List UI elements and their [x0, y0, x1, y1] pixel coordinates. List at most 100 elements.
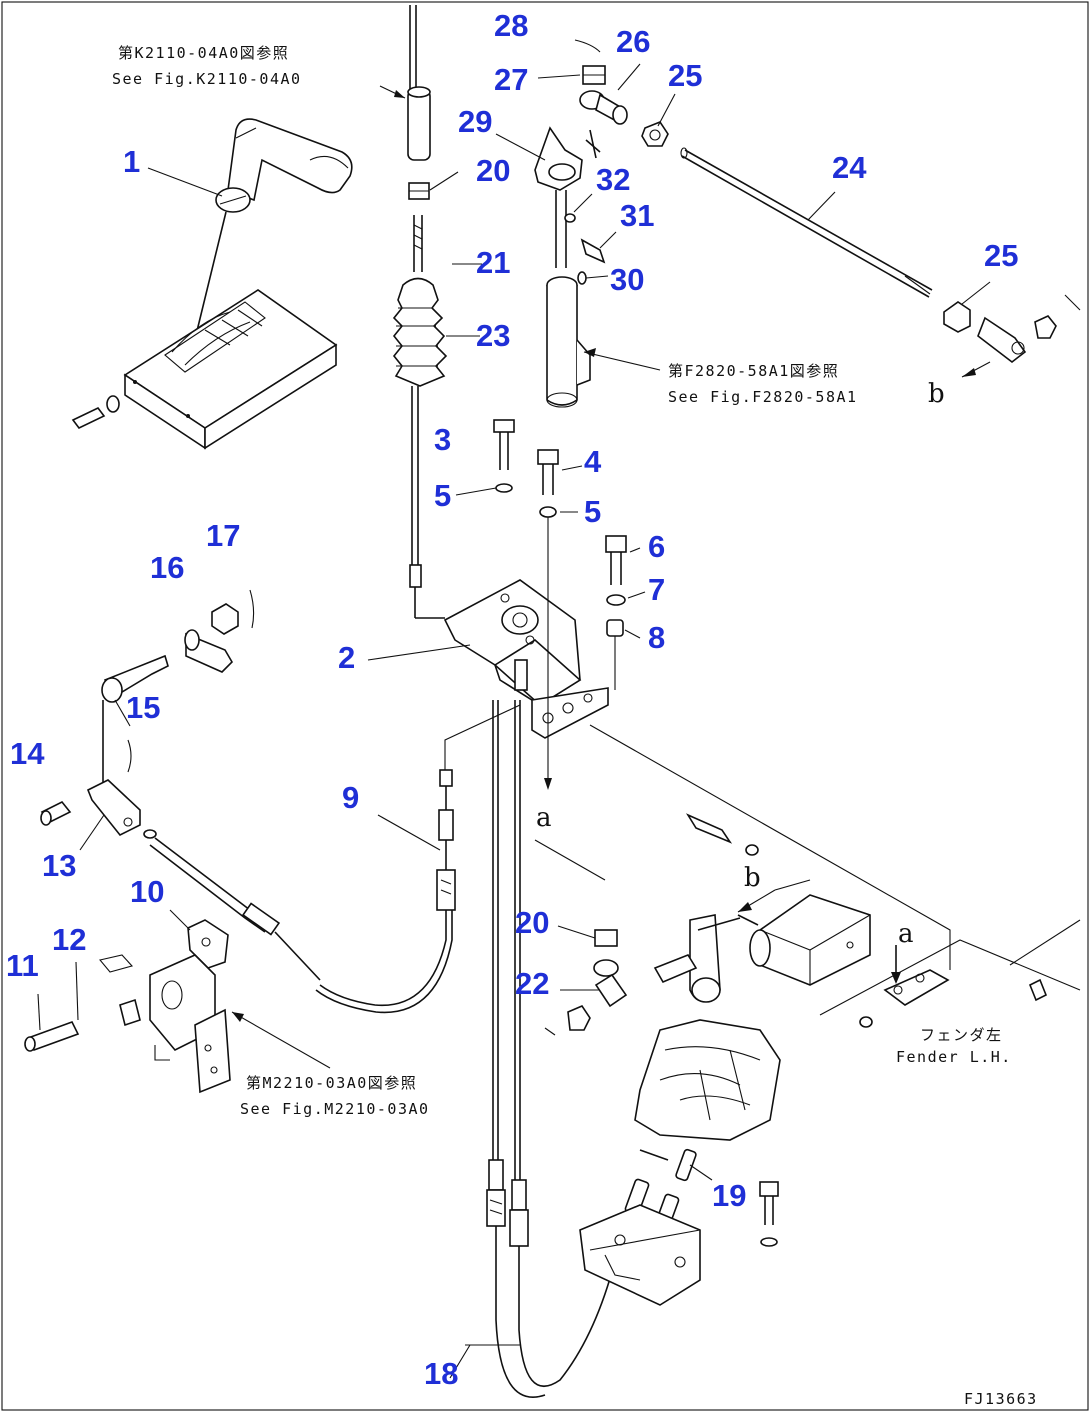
- callout-28: 28: [494, 8, 528, 43]
- ref-k2110-jp: 第K2110-04A0図参照: [118, 44, 289, 62]
- callout-5-left: 5: [434, 478, 451, 513]
- callout-3: 3: [434, 422, 451, 457]
- callout-14: 14: [10, 736, 45, 771]
- lever-13: [86, 779, 141, 837]
- boot-23: [392, 277, 448, 387]
- callout-26: 26: [616, 24, 650, 59]
- bracket-shaft: [555, 190, 567, 268]
- bracket-to-fender-leader: [589, 724, 951, 970]
- callout-27: 27: [494, 62, 528, 97]
- mark-a-center: a: [536, 803, 552, 833]
- callout-1: 1: [123, 144, 140, 179]
- control-lever: [227, 118, 353, 202]
- bracket-29: [534, 126, 601, 191]
- ref-f2820-en: See Fig.F2820-58A1: [668, 388, 858, 406]
- nut-20-lower: [594, 929, 618, 947]
- mark-a-lower: a: [898, 919, 914, 949]
- long-rod-24: [680, 147, 933, 298]
- callout-17: 17: [206, 518, 240, 553]
- lever-grip-1: [215, 187, 251, 213]
- arm-22: [653, 914, 741, 1003]
- callout-32: 32: [596, 162, 630, 197]
- bracket-10: [187, 919, 229, 969]
- nut-25-lower: [943, 301, 971, 333]
- callout-20-lower: 20: [515, 905, 549, 940]
- callout-11: 11: [6, 948, 39, 983]
- cable-upper-to-bracket: [409, 386, 445, 619]
- callout-16: 16: [150, 550, 184, 585]
- threaded-rod-21: [413, 215, 423, 272]
- callout-13: 13: [42, 848, 76, 883]
- callout-labels: 1 2 3 4 5 5 6 7 8 9 10 11 12 13 14 15 16…: [6, 8, 1018, 1391]
- nut-20-upper: [408, 182, 430, 200]
- mount-plate: [149, 954, 231, 1094]
- rod-end-lower-right: [977, 294, 1081, 364]
- b-leader-lower: [774, 879, 811, 891]
- ref-arrow-f2820: [583, 351, 661, 371]
- a-arrowhead-lower: [891, 972, 901, 984]
- callout-29: 29: [458, 104, 492, 139]
- rod-end-26: [579, 90, 628, 125]
- ref-arrowhead-k2110: [394, 90, 405, 98]
- callout-18: 18: [424, 1356, 458, 1391]
- ref-m2210-en: See Fig.M2210-03A0: [240, 1100, 430, 1118]
- mark-b-lower: b: [744, 863, 761, 893]
- pedal-box: [749, 894, 871, 986]
- lever-console: [123, 289, 338, 450]
- pin-28: [574, 39, 601, 53]
- callout-12: 12: [52, 922, 86, 957]
- callout-leaders: [37, 63, 991, 1379]
- cable-18-right: [509, 700, 641, 1387]
- callout-30: 30: [610, 262, 644, 297]
- clip-12: [99, 954, 141, 1027]
- cable-9: [315, 769, 456, 1014]
- cable-9-leader: [444, 704, 521, 770]
- ref-f2820-jp: 第F2820-58A1図参照: [668, 362, 839, 380]
- main-bracket-2: [443, 579, 609, 739]
- callout-23: 23: [476, 318, 510, 353]
- shaft-housing: [546, 276, 591, 408]
- callout-20-upper: 20: [476, 153, 510, 188]
- bolt-b-lower: [685, 813, 759, 856]
- bolt-6: [605, 535, 627, 585]
- a-arrowhead-down: [544, 778, 552, 790]
- ref-arrowhead-m2210: [232, 1012, 244, 1022]
- mark-b-upper: b: [928, 379, 945, 409]
- callout-8: 8: [648, 620, 665, 655]
- rod-end-16-17: [184, 589, 255, 673]
- callout-10: 10: [130, 874, 164, 909]
- console-bolt: [71, 395, 120, 430]
- fender-lh: [819, 919, 1081, 1028]
- ref-fender-en: Fender L.H.: [896, 1048, 1012, 1066]
- washer-7: [606, 594, 626, 606]
- bolt-3: [493, 419, 515, 470]
- nut-27: [582, 65, 606, 85]
- b-arrowhead-upper: [962, 368, 976, 377]
- bolt-19: [759, 1181, 779, 1247]
- ref-arrow-m2210: [231, 1011, 331, 1069]
- callout-21: 21: [476, 245, 510, 280]
- callout-15: 15: [126, 690, 160, 725]
- clevis-22: [544, 959, 628, 1036]
- cable-18-left: [486, 700, 546, 1398]
- ref-m2210-jp: 第M2210-03A0図参照: [246, 1074, 417, 1092]
- callout-22: 22: [515, 966, 549, 1001]
- washer-5-right: [539, 506, 557, 518]
- callout-2: 2: [338, 640, 355, 675]
- b-arrowhead-lower: [738, 902, 752, 912]
- callout-9: 9: [342, 780, 359, 815]
- reference-notes: 第K2110-04A0図参照 See Fig.K2110-04A0 第F2820…: [112, 44, 1036, 1408]
- washer-5-left: [495, 483, 513, 493]
- callout-24: 24: [832, 150, 867, 185]
- pin-14: [40, 800, 72, 826]
- callout-25-lower: 25: [984, 238, 1018, 273]
- callout-4: 4: [584, 444, 602, 479]
- callout-25-upper: 25: [668, 58, 702, 93]
- callout-5-right: 5: [584, 494, 601, 529]
- bolt-11: [24, 1021, 80, 1052]
- callout-6: 6: [648, 529, 665, 564]
- callout-31: 31: [620, 198, 654, 233]
- ref-arrowhead-f2820: [584, 348, 596, 357]
